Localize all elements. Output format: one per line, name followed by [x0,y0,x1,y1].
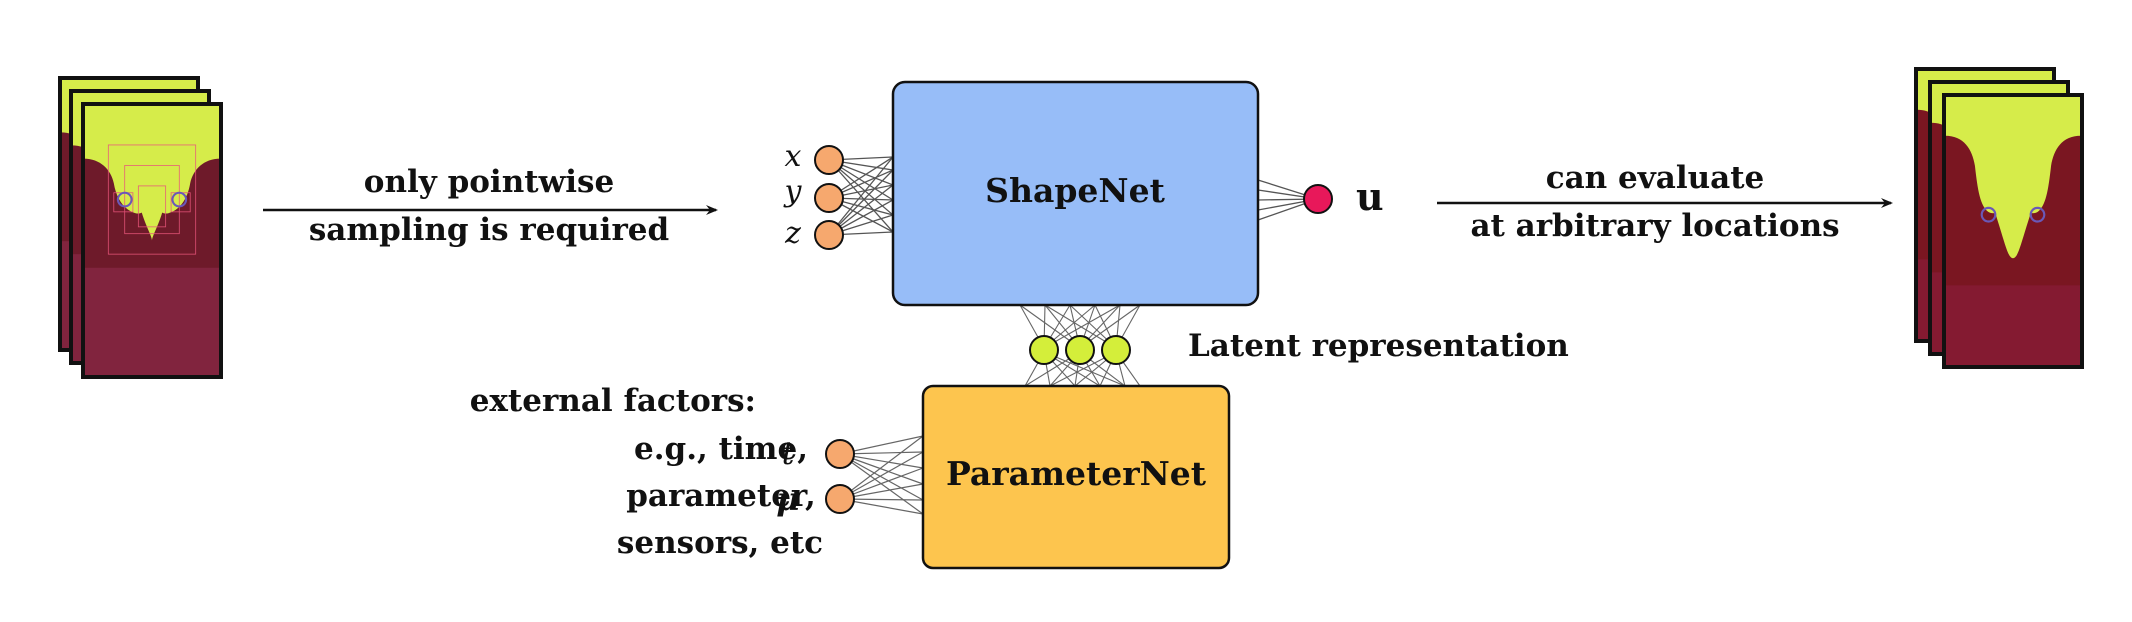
snapshot-frame-front [1942,93,2084,369]
right-arrow-text-line2: at arbitrary locations [1470,208,1839,244]
external-factors-line: sensors, etc [617,525,823,561]
input-snapshot-stack [58,76,223,379]
external-factors-line: parameter, [626,478,816,514]
parameternet-input-nodes: t μ [776,434,855,518]
input-node-mu [825,484,855,514]
external-factors-line: external factors: [470,383,756,419]
latent-label: Latent representation [1188,328,1569,364]
right-arrow-text-line1: can evaluate [1546,160,1765,196]
input-label-z: z [784,216,801,251]
shapenet-input-nodes: x y z [783,139,844,251]
output-label-u: u [1356,174,1384,219]
shapenet-label: ShapeNet [985,171,1165,210]
output-node-u [1303,184,1333,214]
latent-node [1101,335,1131,365]
external-factors-line: e.g., time, [634,431,808,467]
input-label-y: y [783,174,803,209]
input-node-y [814,183,844,213]
left-arrow-text-line1: only pointwise [364,164,614,200]
latent-nodes: Latent representation [1029,328,1569,365]
input-label-t: t [782,434,795,472]
shapenet-output-node: u [1303,174,1384,219]
input-node-x [814,145,844,175]
left-arrow-text-line2: sampling is required [309,212,669,248]
parameternet-block: ParameterNet [921,384,1231,570]
parameternet-label: ParameterNet [946,454,1207,493]
external-factors-text: external factors: e.g., time, parameter,… [470,383,823,561]
output-snapshot-stack [1914,67,2084,369]
snapshot-frame-front [81,102,223,379]
input-label-mu: μ [776,480,799,518]
latent-node [1065,335,1095,365]
shapenet-block: ShapeNet [891,80,1260,307]
input-node-z [814,220,844,250]
input-node-t [825,439,855,469]
latent-node [1029,335,1059,365]
input-label-x: x [785,139,802,174]
